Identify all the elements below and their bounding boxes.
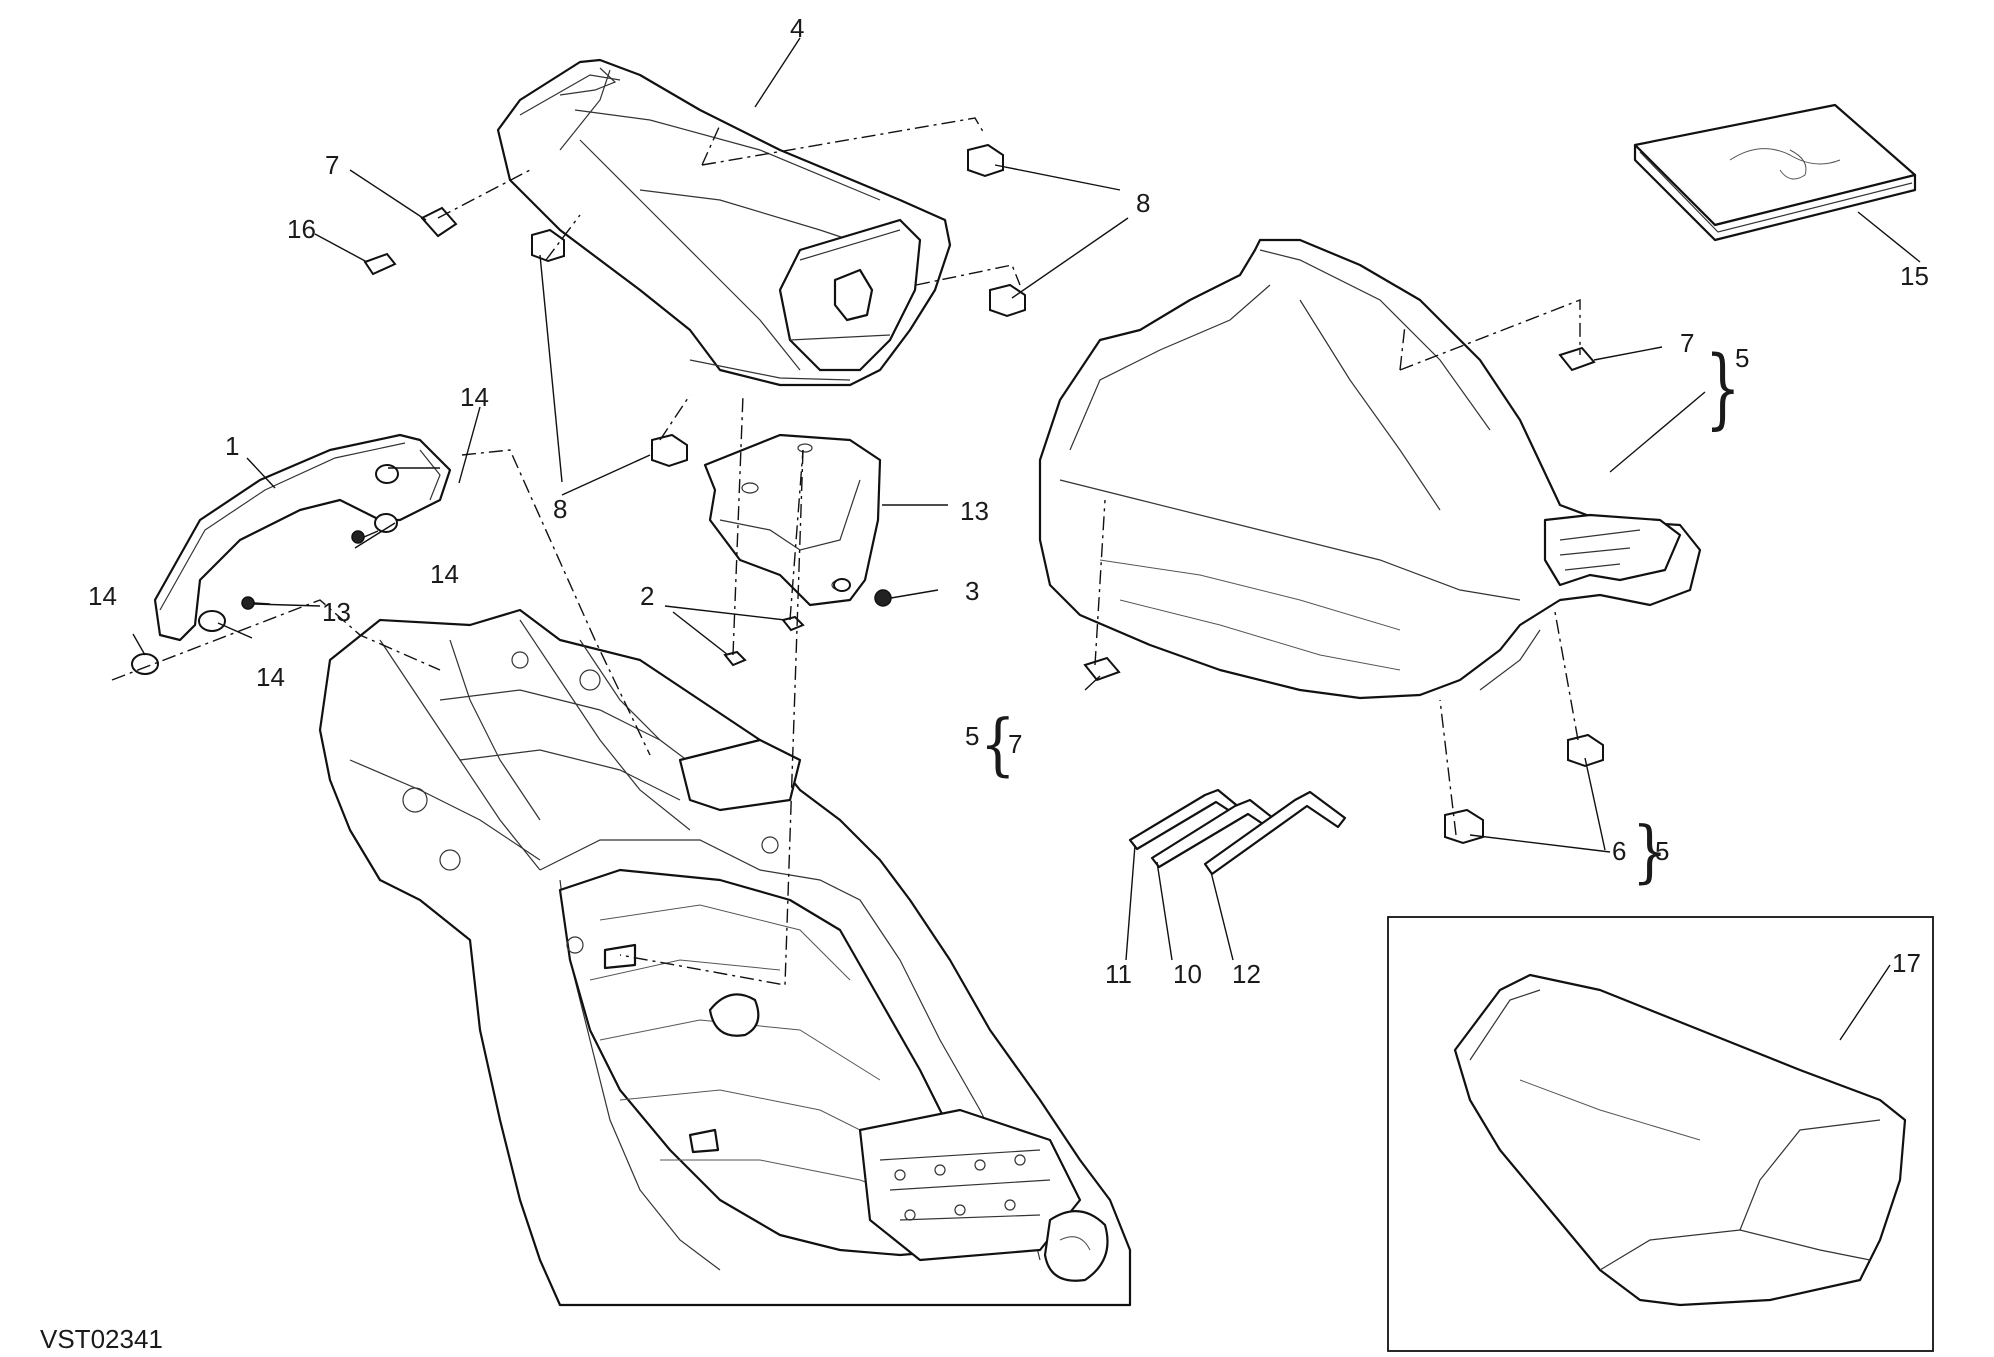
grab-handle bbox=[153, 433, 452, 642]
callout-1: 1 bbox=[225, 431, 239, 461]
svg-text:}: } bbox=[1705, 338, 1741, 439]
allen-key-set bbox=[1128, 788, 1347, 876]
rider-seat bbox=[1038, 238, 1702, 700]
callout-8: 8 bbox=[553, 494, 567, 524]
callout-2: 2 bbox=[640, 581, 654, 611]
hardware-parts bbox=[131, 143, 1604, 845]
callout-3: 3 bbox=[965, 576, 979, 606]
passenger-seat-cover bbox=[496, 58, 952, 387]
grouping-braces: } } { bbox=[980, 338, 1741, 891]
mounting-bracket bbox=[703, 433, 882, 607]
callout-7: 7 bbox=[1008, 729, 1022, 759]
assembly-lines bbox=[111, 117, 1581, 986]
callout-7: 7 bbox=[325, 150, 339, 180]
callout-10: 11 bbox=[1105, 959, 1132, 989]
callout-8: 8 bbox=[1136, 188, 1150, 218]
callout-5: 5 bbox=[1735, 343, 1749, 373]
callout-14: 14 bbox=[256, 662, 285, 692]
callout-7: 7 bbox=[1680, 328, 1694, 358]
callout-14: 14 bbox=[88, 581, 117, 611]
callout-15: 15 bbox=[1900, 261, 1929, 291]
callout-11: 12 bbox=[1232, 959, 1261, 989]
callout-4: 4 bbox=[790, 13, 804, 43]
callout-6: 6 bbox=[1612, 836, 1626, 866]
callout-labels: 4 7 16 8 15 7 5 14 1 13 8 14 2 3 14 13 1… bbox=[88, 13, 1929, 989]
callout-14: 14 bbox=[430, 559, 459, 589]
leader-lines bbox=[132, 37, 1921, 1041]
rear-subframe bbox=[318, 608, 1132, 1307]
callout-12: 13 bbox=[960, 496, 989, 526]
callout-14: 14 bbox=[460, 382, 489, 412]
drawing-code: VST02341 bbox=[40, 1324, 163, 1354]
callout-5: 5 bbox=[1655, 836, 1669, 866]
callout-5: 5 bbox=[965, 721, 979, 751]
owners-manual bbox=[1633, 103, 1917, 242]
callout-17: 17 bbox=[1892, 948, 1921, 978]
callout-16: 16 bbox=[287, 214, 316, 244]
callout-13: 13 bbox=[322, 597, 351, 627]
inset-accessory-box bbox=[1387, 916, 1934, 1352]
callout-9: 10 bbox=[1173, 959, 1202, 989]
svg-text:}: } bbox=[1632, 812, 1668, 890]
svg-text:{: { bbox=[980, 706, 1016, 784]
